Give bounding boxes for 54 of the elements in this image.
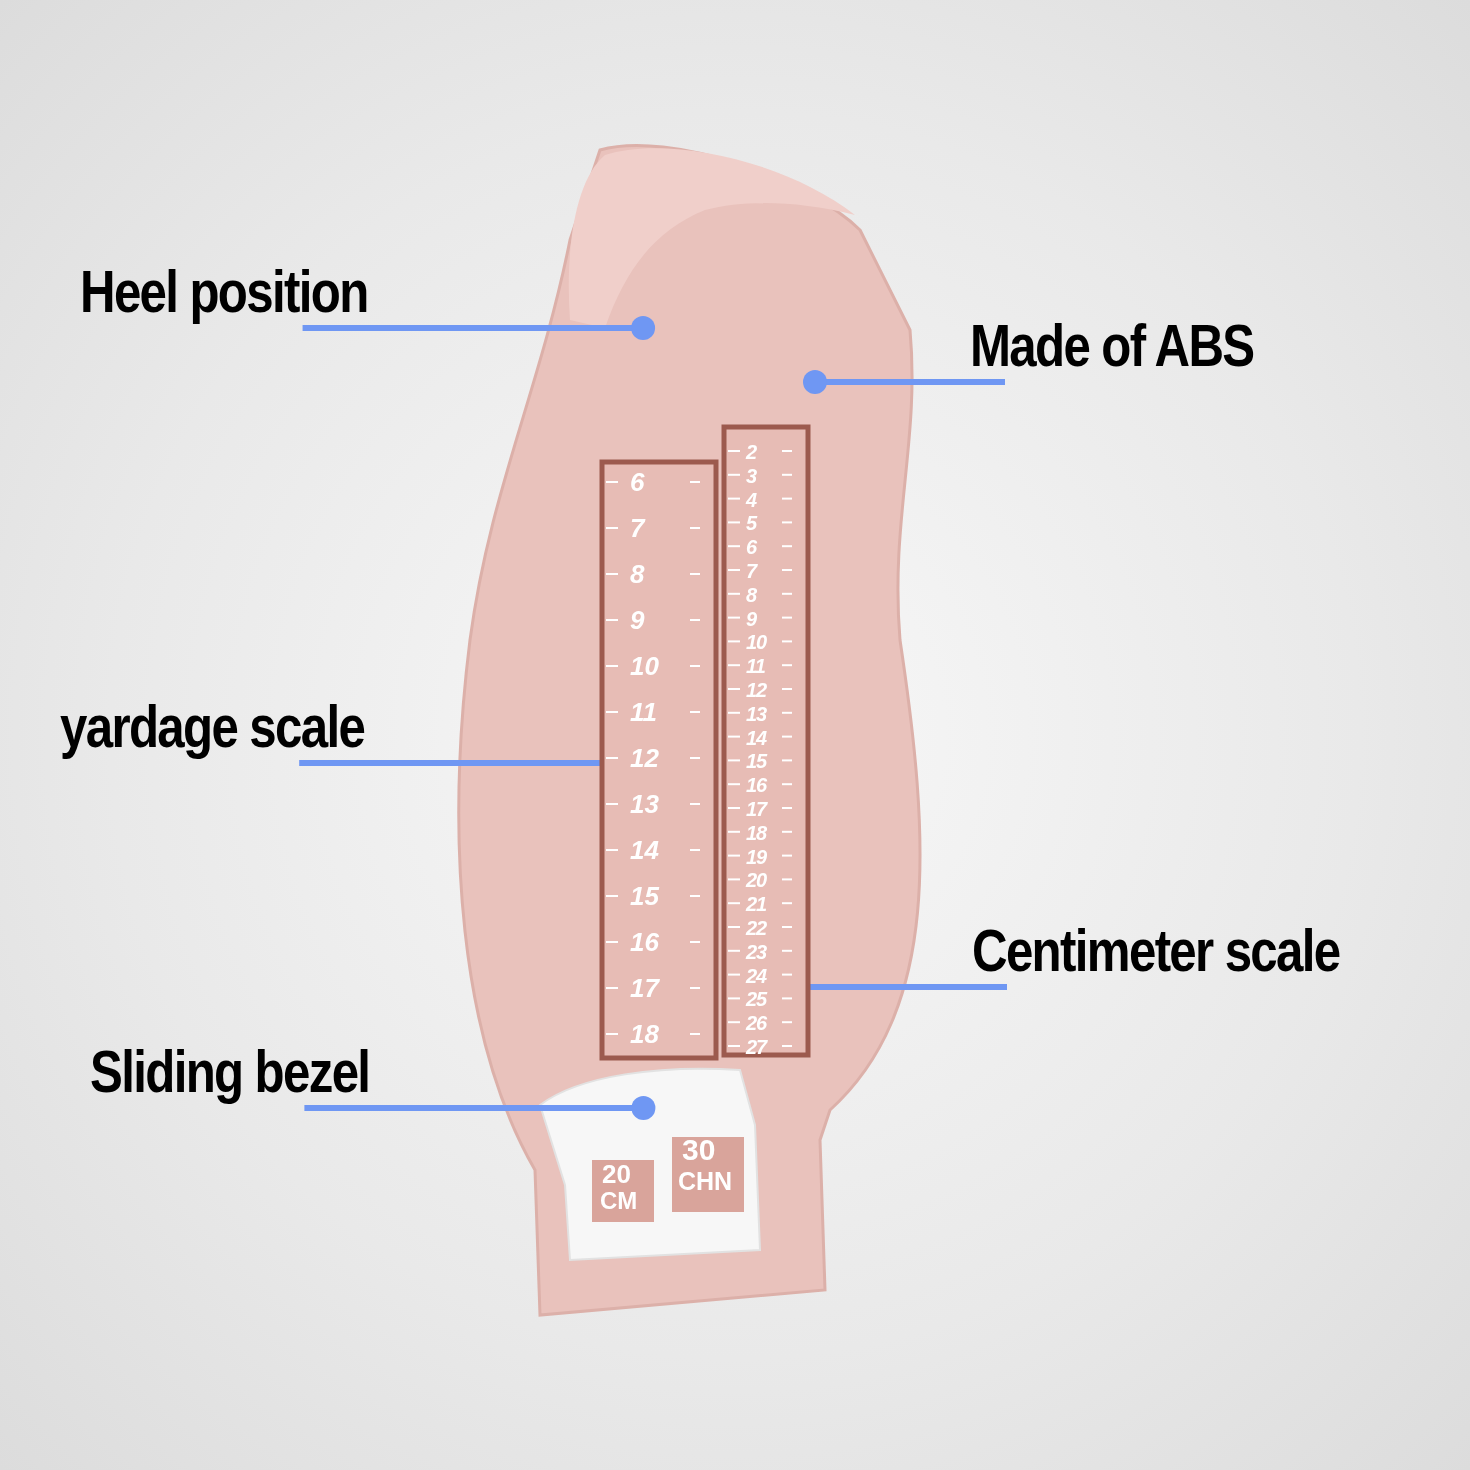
scale-number: 7 [630,515,645,541]
scale-number: 14 [746,727,767,748]
scale-number: 8 [630,561,645,587]
scale-number: 27 [746,1037,767,1057]
scale-number: 11 [746,656,765,677]
sliding-bezel [540,1065,760,1260]
scale-number: 18 [746,822,767,843]
scale-number: 12 [746,680,767,700]
scale-number: 16 [746,775,767,796]
shoe-size-scale-strip [600,460,718,1060]
scale-number: 9 [746,608,757,629]
scale-number: 7 [746,561,757,581]
scale-number: 23 [746,941,767,962]
scale-marking: 30 [682,1135,716,1165]
callout-text: Heel position [80,255,368,328]
scale-number: 20 [746,870,767,891]
scale-number: 17 [630,975,659,1001]
scale-number: 16 [630,929,659,955]
leader-line [304,1096,656,1120]
scale-number: 13 [630,791,659,817]
scale-number: 17 [746,799,767,819]
scale-number: 5 [746,513,757,534]
scale-number: 10 [746,632,767,653]
scale-number: 24 [746,965,767,986]
callout-text: yardage scale [60,690,365,763]
scale-number: 10 [630,653,659,679]
scale-number: 14 [630,837,659,863]
callout-text: Sliding bezel [90,1035,370,1108]
scale-number: 22 [746,918,767,938]
callout-text: Centimeter scale [972,914,1340,987]
scale-number: 21 [746,894,767,915]
scale-number: 9 [630,607,645,633]
scale-number: 13 [746,703,767,724]
scale-marking: 20 [602,1161,631,1187]
scale-marking: CM [600,1189,638,1213]
scale-number: 15 [630,883,659,909]
leader-line [803,370,1005,394]
scale-number: 2 [746,442,757,462]
scale-number: 25 [746,989,767,1010]
scale-number: 18 [630,1021,659,1047]
centimeter-scale-strip [722,425,810,1057]
scale-number: 6 [630,469,645,495]
scale-number: 3 [746,465,757,486]
leader-line [302,316,656,340]
scale-number: 8 [746,584,757,605]
scale-number: 26 [746,1013,767,1034]
scale-number: 4 [746,489,757,510]
scale-number: 19 [746,846,767,867]
scale-number: 12 [630,745,659,771]
scale-marking: CHN [678,1169,733,1194]
scale-number: 11 [630,699,657,725]
callout-text: Made of ABS [970,309,1254,382]
scale-number: 15 [746,751,767,772]
scale-number: 6 [746,537,757,558]
